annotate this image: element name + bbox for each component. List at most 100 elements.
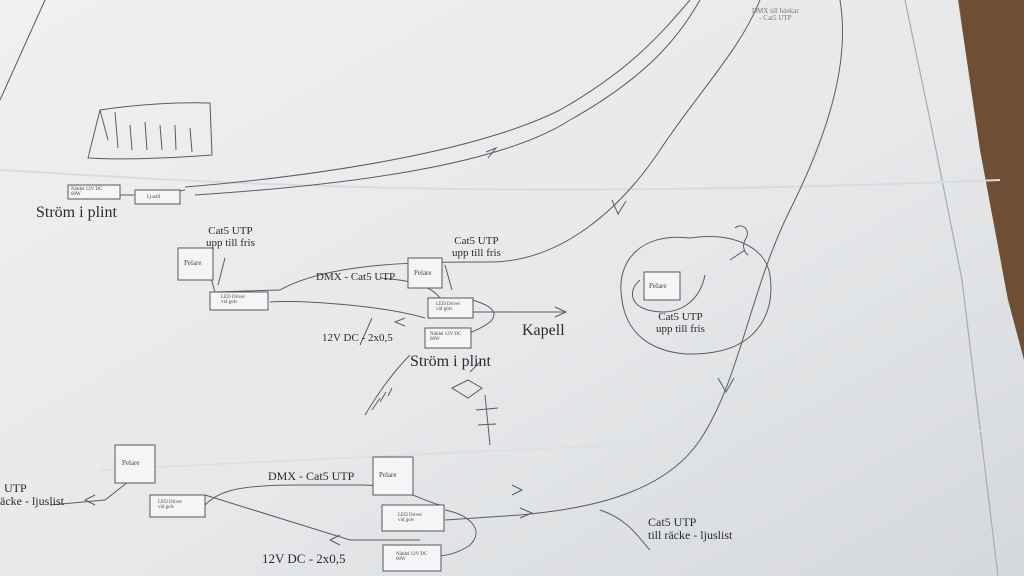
cable-curve-right — [519, 0, 843, 516]
natdel-box — [382, 544, 442, 572]
cable — [49, 481, 129, 506]
pelare-label: Pelare — [379, 471, 397, 479]
pelare-box — [407, 257, 443, 289]
led-driver-box — [427, 297, 474, 319]
arrow-mark — [328, 534, 341, 546]
cat5-racke-label: Cat5 UTP till räcke - ljuslist — [648, 516, 732, 541]
cable — [599, 509, 651, 551]
pelare-label: Pelare — [414, 269, 432, 277]
plint-sketch — [364, 354, 411, 416]
cat5-upp-label-right: Cat5 UTP upp till fris — [656, 311, 705, 335]
cat5-upp-label-mid: Cat5 UTP upp till fris — [452, 235, 501, 259]
box-line: vid golv — [158, 505, 175, 510]
box-line: Nätdel 12V DC — [396, 552, 428, 557]
arrow-mark — [611, 199, 627, 216]
pelare-box — [114, 444, 156, 484]
dmx-bankar-label: DMX till bänkar - Cat5 UTP — [752, 7, 799, 23]
box-line: 60W — [396, 557, 406, 562]
box-line: vid golv — [221, 300, 238, 305]
arrow-mark — [83, 494, 96, 506]
natdel-box-text: Nätdel 12V DC 60W — [71, 187, 102, 197]
bench-sketch — [87, 102, 213, 160]
12v-dc-label-bottom: 12V DC - 2x0,5 — [262, 551, 346, 566]
plint-sketch — [469, 361, 481, 373]
label-line: Cat5 UTP — [208, 225, 253, 237]
led-driver-box — [209, 291, 269, 311]
label-line: Cat5 UTP — [648, 515, 697, 529]
dmx-cat5-label-bottom: DMX - Cat5 UTP — [268, 469, 355, 483]
cable-curve-top-2 — [194, 0, 701, 196]
cable — [359, 317, 373, 346]
led-driver-box-text: LED Driver vid golv — [221, 295, 245, 305]
strom-i-plint-label-mid: Ström i plint — [410, 353, 491, 370]
pelare-box — [643, 271, 681, 301]
bench-sketch — [99, 109, 193, 153]
cable — [204, 484, 441, 506]
cable — [444, 514, 521, 521]
ljusfil-box — [134, 189, 181, 205]
sketch-mark — [729, 249, 746, 261]
led-driver-box — [149, 494, 206, 518]
pelare-label: Pelare — [122, 459, 140, 467]
label-line: Cat5 UTP — [454, 235, 499, 247]
box-line: vid golv — [398, 518, 415, 523]
box-line: LED Driver — [158, 500, 183, 505]
plint-sketch — [450, 379, 483, 399]
plint-sketch — [371, 387, 393, 411]
arrow-mark — [519, 507, 534, 519]
box-line: 60W — [71, 192, 81, 197]
box-line: 60W — [430, 337, 440, 342]
cable — [204, 494, 420, 541]
box-line: Nätdel 12V DC — [71, 187, 103, 192]
natdel-box — [424, 327, 472, 349]
label-line: upp till fris — [206, 236, 255, 249]
dmx-cat5-label-top: DMX - Cat5 UTP — [316, 271, 396, 283]
natdel-box-text: Nätdel 12V DC 60W — [396, 552, 427, 562]
cat5-upp-label-left: Cat5 UTP upp till fris — [206, 225, 255, 249]
arrow-mark — [485, 146, 498, 159]
paper-margin-line — [904, 0, 999, 576]
kapell-label: Kapell — [522, 322, 565, 339]
label-line: Cat5 UTP — [658, 311, 703, 323]
utp-label-left: UTP äcke - ljuslist — [0, 482, 64, 507]
label-line: - Cat5 UTP — [759, 14, 792, 23]
paper-crease — [0, 169, 1001, 191]
box-line: Nätdel 12V DC — [430, 332, 462, 337]
arrow-mark — [393, 317, 406, 327]
arrow-mark — [717, 377, 735, 394]
led-driver-box-text: LED Driver vid golv — [436, 302, 460, 312]
cable — [439, 509, 477, 557]
pelare-label: Pelare — [649, 282, 667, 290]
cable — [269, 301, 426, 319]
natdel-box-top — [67, 184, 121, 200]
12v-dc-label-top: 12V DC - 2x0,5 — [322, 332, 393, 344]
arrow-mark — [554, 306, 568, 318]
plint-sketch — [475, 394, 499, 446]
natdel-box-text: Nätdel 12V DC 60W — [430, 332, 461, 342]
pelare-box — [372, 456, 414, 496]
pelare-box — [177, 247, 214, 281]
frame-line — [0, 0, 46, 101]
label-line: äcke - ljuslist — [0, 493, 64, 508]
paper-crease — [99, 429, 1011, 471]
label-line: till räcke - ljuslist — [648, 527, 733, 542]
cable-curve-top-1 — [184, 0, 691, 188]
cable — [217, 257, 226, 286]
label-line: upp till fris — [656, 322, 705, 335]
cable-curve — [632, 274, 706, 313]
ljusfil-box-text: Ljusfil — [147, 195, 161, 200]
box-line: LED Driver — [221, 295, 246, 300]
sketch-mark — [734, 225, 749, 256]
led-driver-box-text: LED Driver vid golv — [398, 513, 422, 523]
box-line: LED Driver — [398, 513, 423, 518]
box-line: vid golv — [436, 307, 453, 312]
kapell-circle — [620, 236, 772, 355]
pelare-label: Pelare — [184, 259, 202, 267]
box-line: LED Driver — [436, 302, 461, 307]
label-line: upp till fris — [452, 246, 501, 259]
label-line: UTP — [4, 481, 27, 495]
label-line: DMX till bänkar — [752, 7, 799, 15]
led-driver-box — [381, 504, 445, 532]
